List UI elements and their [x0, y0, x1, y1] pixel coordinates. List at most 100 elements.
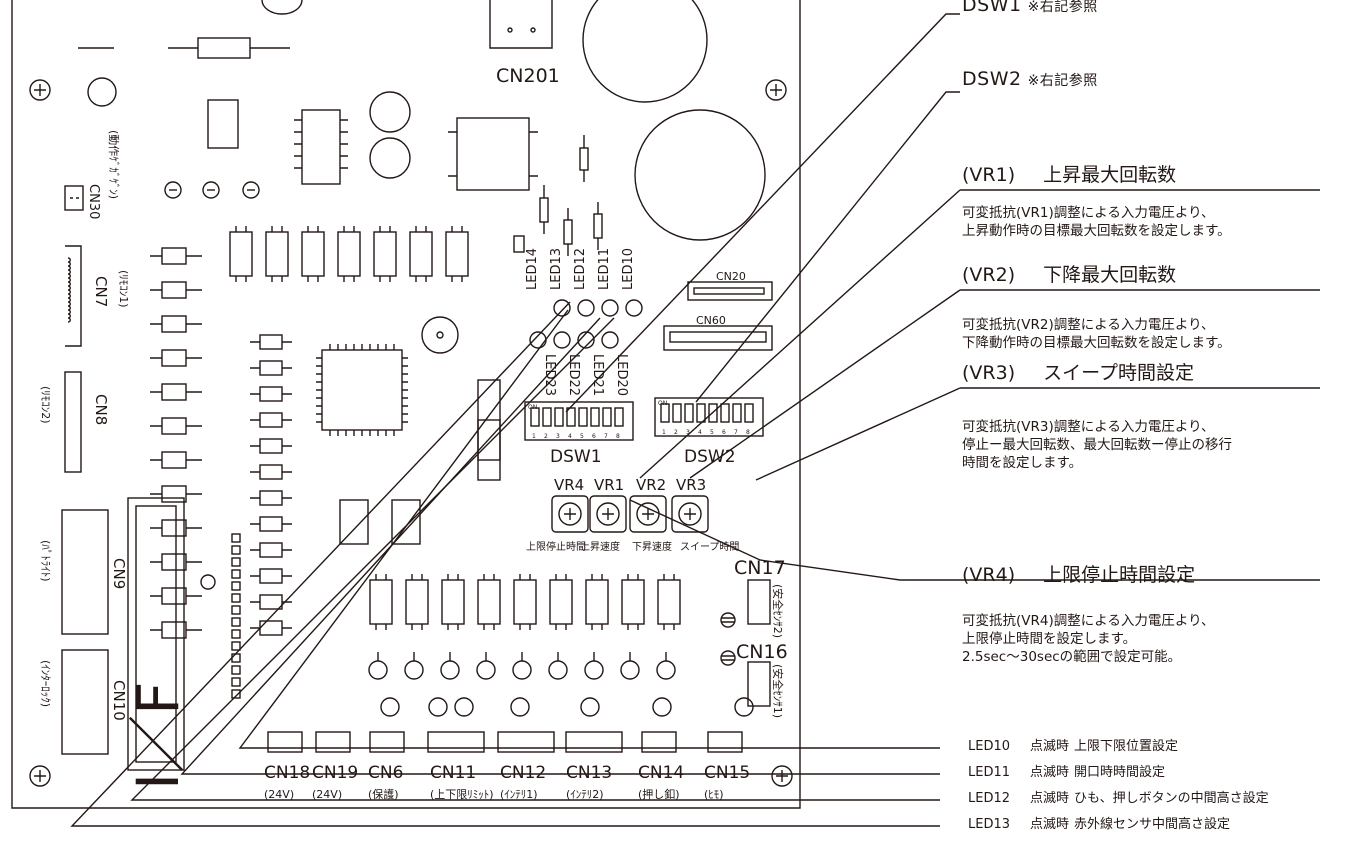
led11-callout-state: 点滅時 [1030, 765, 1070, 780]
pad [231, 605, 241, 615]
dsw2-on-label: ON [658, 400, 667, 407]
dsw2-number: 3 [686, 429, 690, 436]
component [229, 231, 253, 277]
component [337, 231, 361, 277]
pad [231, 689, 241, 699]
vr-caption: 上昇速度 [580, 540, 620, 553]
resistor [259, 412, 283, 428]
pad [231, 641, 241, 651]
resistor [161, 349, 187, 367]
resistor [161, 315, 187, 333]
vr2-title-text: 下降最大回転数 [1043, 264, 1177, 286]
component [441, 579, 465, 625]
capacitor [428, 697, 448, 717]
resistor [161, 485, 187, 503]
component-lead [375, 574, 387, 630]
vr-knob-mark [684, 508, 696, 520]
led-label-led11: LED11 [597, 248, 612, 290]
vr1-tag: (VR1) [962, 164, 1016, 186]
led-circle [553, 331, 571, 349]
dsw1-label: DSW1 [550, 447, 602, 467]
dip-switch-key [614, 407, 624, 427]
vr-knob [551, 495, 589, 533]
pad [231, 677, 241, 687]
dsw1-callout-note: ※右記参照 [1027, 0, 1098, 15]
component [513, 579, 537, 625]
component [373, 231, 397, 277]
component-lead [411, 574, 423, 630]
dsw2-number: 8 [746, 429, 750, 436]
component [477, 579, 501, 625]
vr2-description: 可変抵抗(VR2)調整による入力電圧より、 下降動作時の目標最大回転数を設定しま… [962, 317, 1231, 351]
bottom-connector [497, 731, 555, 753]
bottom-connector-label-cn11: CN11 [430, 763, 476, 783]
if-label: I／F [124, 682, 192, 790]
vr-label-vr2: VR2 [636, 476, 666, 494]
led-label-led22: LED22 [566, 354, 581, 396]
led-label-led14: LED14 [525, 248, 540, 290]
bottom-connector [565, 731, 623, 753]
led13-callout-text: 赤外線センサ中間高さ設定 [1074, 817, 1231, 832]
vr-knob-mark [602, 508, 614, 520]
dip-switch-key [744, 403, 754, 423]
cn7-sub-label: (ﾘﾓｺﾝ1) [117, 270, 130, 308]
capacitor [512, 660, 532, 680]
bottom-connector-sub-cn14: (押し釦) [638, 787, 680, 801]
led10-callout-state: 点滅時 [1030, 739, 1070, 754]
dsw2-callout: DSW2※右記参照 [962, 70, 1098, 89]
dip-switch-key [708, 403, 718, 423]
pad [231, 557, 241, 567]
resistor [161, 247, 187, 265]
capacitor [548, 660, 568, 680]
cn20-label: CN20 [716, 270, 746, 283]
led11-callout-name: LED11 [968, 765, 1011, 780]
bottom-connector-label-cn14: CN14 [638, 763, 684, 783]
component [369, 579, 393, 625]
dip-switch-key [566, 407, 576, 427]
led-circle [577, 299, 595, 317]
mounting-hole-icon [29, 79, 51, 101]
resistor [161, 281, 187, 299]
component [409, 231, 433, 277]
dsw1-number: 7 [604, 433, 608, 440]
dip-switch-key [602, 407, 612, 427]
cn9-sub-label: (ﾊﾟﾄﾗｲﾄ) [39, 540, 52, 582]
resistor [259, 516, 283, 532]
led12-callout-state: 点滅時 [1030, 791, 1070, 806]
led-circle [553, 299, 571, 317]
cn7-label: CN7 [92, 276, 110, 307]
dsw2-callout-name: DSW2 [962, 68, 1022, 90]
led10-callout-text: 上限下限位置設定 [1074, 739, 1179, 754]
pad [231, 593, 241, 603]
leader-lines [70, 13, 1320, 827]
vr4-description: 可変抵抗(VR4)調整による入力電圧より、 上限停止時間を設定します。 2.5s… [962, 613, 1215, 665]
led13-callout-name: LED13 [968, 817, 1011, 832]
resistor [161, 451, 187, 469]
bottom-connector-label-cn15: CN15 [704, 763, 750, 783]
bottom-connector-sub-cn15: (ﾋﾓ) [704, 788, 724, 801]
pad [231, 629, 241, 639]
led-circle [577, 331, 595, 349]
dsw2-number: 7 [734, 429, 738, 436]
dip-switch-key [696, 403, 706, 423]
component [301, 231, 325, 277]
resistor [161, 553, 187, 571]
vr-label-vr4: VR4 [554, 476, 584, 494]
component [621, 579, 645, 625]
dsw1-number: 1 [532, 433, 536, 440]
component [657, 579, 681, 625]
capacitor [510, 697, 530, 717]
vr-knob [596, 502, 620, 526]
bottom-connector-label-cn6: CN6 [368, 763, 403, 783]
component [445, 231, 469, 277]
mounting-hole-icon [771, 765, 793, 787]
led-label-led10: LED10 [621, 248, 636, 290]
bottom-connector-sub-cn19: (24V) [312, 788, 342, 801]
mounting-hole-icon [765, 79, 787, 101]
component-lead [447, 574, 459, 630]
capacitor [580, 697, 600, 717]
dip-switch-key [684, 403, 694, 423]
pad [231, 569, 241, 579]
